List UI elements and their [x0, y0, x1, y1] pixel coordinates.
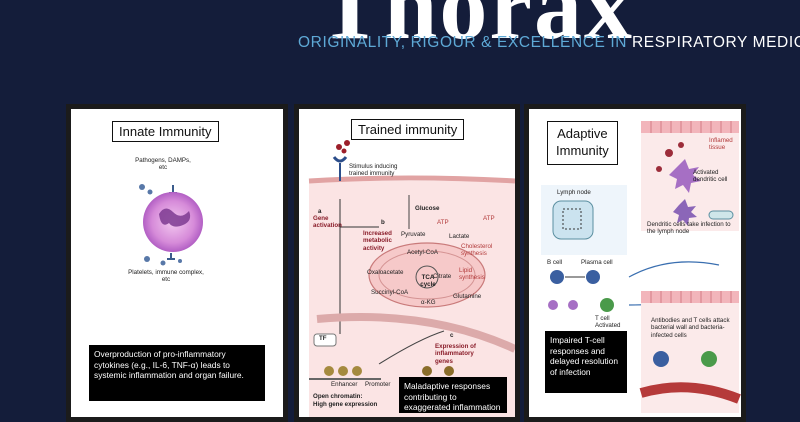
tagline-part-1: ORIGINALITY, RIGOUR & EXCELLENCE IN [298, 34, 632, 51]
t-cell-label: T cell Activated [595, 315, 621, 330]
adaptive-title-line-1: Adaptive [557, 126, 608, 141]
pathogens-label: Pathogens, DAMPs, etc [135, 157, 191, 172]
label-c: c [450, 332, 454, 339]
tagline-part-2: RESPIRATORY MEDICINE [631, 34, 800, 51]
platelets-label: Platelets, immune complex, etc [128, 269, 204, 284]
cholesterol-label: Cholesterol synthesis [461, 243, 493, 258]
open-chromatin-label: Open chromatin: [313, 393, 363, 400]
enhancer-label: Enhancer [331, 381, 358, 388]
gene-activation-label: Gene activation [313, 215, 342, 230]
adaptive-immunity-panel: Adaptive Immunity Inflamed tissue Activa… [524, 104, 746, 422]
succinyl-coa-label: Succinyl-CoA [371, 289, 409, 296]
b-cell-label: B cell [547, 259, 563, 266]
oxaloacetate-label: Oxaloacetate [367, 269, 404, 276]
atp-2-label: ATP [483, 215, 495, 222]
innate-caption: Overproduction of pro-inflammatory cytok… [89, 345, 265, 401]
citrate-label: Citrate [433, 273, 452, 280]
promoter-label: Promoter [365, 381, 391, 388]
acetyl-coa-label: Acetyl-CoA [407, 249, 438, 256]
stimulus-label: Stimulus inducing trained immunity [349, 163, 398, 178]
tca-cycle-label: TCA cycle [420, 274, 436, 289]
antibodies-label: Antibodies and T cells attack bacterial … [651, 317, 730, 339]
glutamine-label: Glutamine [453, 293, 482, 300]
lipid-synthesis-label: Lipid synthesis [459, 267, 485, 282]
adaptive-immunity-diagram [541, 121, 741, 413]
akg-label: α-KG [421, 299, 436, 306]
trained-immunity-diagram [308, 140, 515, 417]
increased-activity-label: Increased metabolic activity [363, 230, 392, 252]
activated-dc-label: Activated dendritic cell [693, 169, 728, 184]
plasma-cell-label: Plasma cell [581, 259, 613, 266]
tf-label: TF [319, 335, 327, 342]
innate-title: Innate Immunity [112, 121, 219, 142]
pyruvate-label: Pyruvate [401, 231, 426, 238]
expression-label: Expression of inflammatory genes [435, 343, 476, 365]
lymph-node-label: Lymph node [557, 189, 591, 196]
inflamed-tissue-label: Inflamed tissue [709, 137, 733, 152]
glucose-label: Glucose [415, 205, 440, 212]
innate-cell-illustration [139, 184, 203, 266]
adaptive-caption: Impaired T-cell responses and delayed re… [545, 331, 627, 393]
journal-masthead: Thorax [318, 0, 635, 59]
lactate-label: Lactate [449, 233, 470, 240]
trained-caption: Maladaptive responses contributing to ex… [399, 377, 507, 413]
innate-immunity-panel: Innate Immunity Pathogens, DAMPs, etc Pl… [66, 104, 288, 422]
atp-1-label: ATP [437, 219, 449, 226]
adaptive-title-line-2: Immunity [556, 142, 609, 158]
trained-immunity-panel: Trained immunity Stimulus inducing train… [294, 104, 520, 422]
trained-title: Trained immunity [351, 119, 465, 140]
journal-tagline: ORIGINALITY, RIGOUR & EXCELLENCE IN RESP… [298, 34, 800, 52]
high-expression-label: High gene expression [313, 401, 378, 408]
label-b: b [381, 219, 385, 226]
adaptive-title: Adaptive Immunity [547, 121, 618, 165]
dc-take-label: Dendritic cells take infection to the ly… [647, 221, 731, 236]
label-a: a [318, 208, 322, 215]
